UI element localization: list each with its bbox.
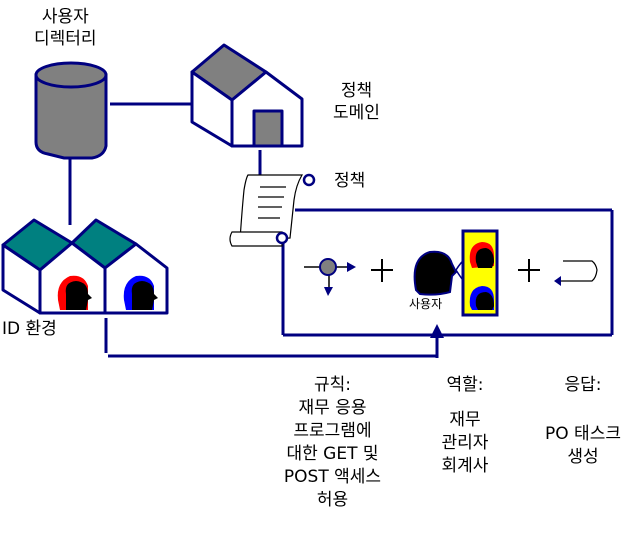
red-user-head-icon xyxy=(57,275,92,310)
policy-domain-house-icon xyxy=(190,43,304,148)
rule-node-icon xyxy=(304,258,356,296)
response-title: 응답: xyxy=(564,375,602,395)
rule-line: 대한 GET 및 xyxy=(286,444,379,464)
policy-domain-label: 정책 도메인 xyxy=(333,81,380,123)
response-loop-icon xyxy=(554,260,598,286)
user-head-icon xyxy=(413,250,458,296)
user-label: 사용자 xyxy=(409,297,443,311)
rule-line: 재무 응용 xyxy=(298,398,367,418)
user-directory-label: 사용자 디렉터리 xyxy=(34,7,97,49)
plus-sign-2-icon xyxy=(518,259,540,282)
blue-user-head-icon xyxy=(123,275,158,310)
role-line: 회계사 xyxy=(441,456,489,476)
policy-label: 정책 xyxy=(334,171,366,191)
rule-column: 규칙: 재무 응용 프로그램에 대한 GET 및 POST 액세스 허용 xyxy=(270,374,395,512)
connectors xyxy=(68,102,614,358)
rule-line: POST 액세스 xyxy=(283,467,382,487)
response-line: 생성 xyxy=(567,447,599,467)
user-directory-cylinder-icon xyxy=(34,61,108,160)
rule-title: 규칙: xyxy=(313,375,351,395)
role-column: 역할: 재무 관리자 회계사 xyxy=(425,374,505,478)
policy-scroll-icon xyxy=(229,173,316,247)
role-line: 재무 xyxy=(449,410,481,430)
role-title: 역할: xyxy=(446,375,484,395)
response-column: 응답: PO 태스크 생성 xyxy=(528,374,638,469)
role-line: 관리자 xyxy=(441,433,489,453)
rule-line: 프로그램에 xyxy=(293,421,372,441)
role-box-icon xyxy=(455,229,499,317)
response-line: PO 태스크 xyxy=(545,424,621,444)
plus-sign-1-icon xyxy=(371,259,393,282)
user-arrow-head xyxy=(430,324,444,338)
id-environment-label: ID 환경 xyxy=(2,319,57,339)
rule-line: 허용 xyxy=(316,490,349,510)
